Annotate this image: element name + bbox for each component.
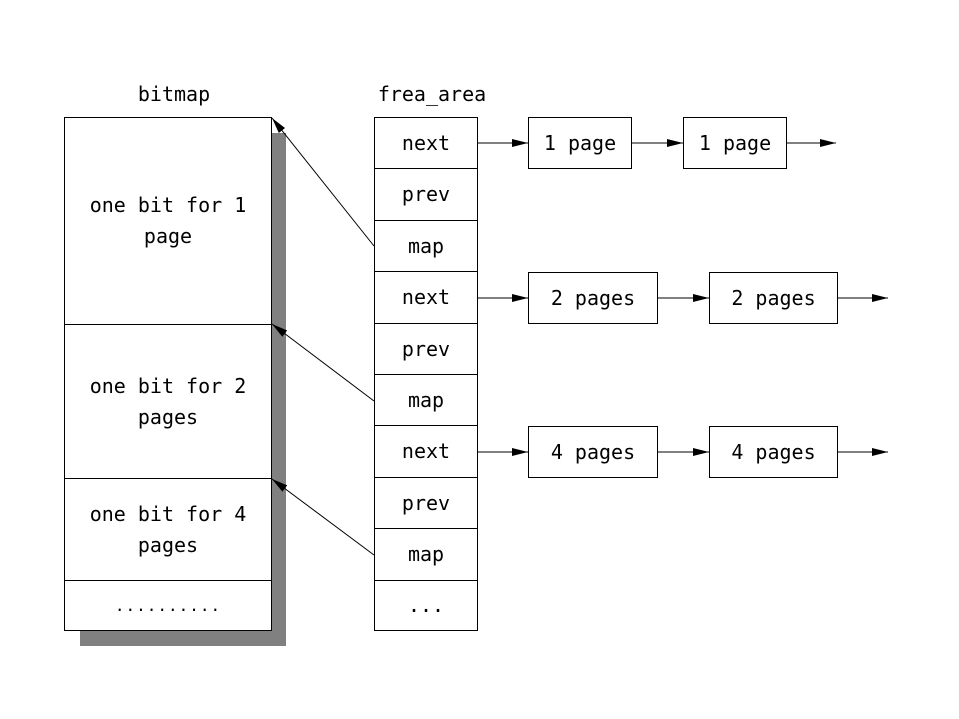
free-area-prev-8-label: prev — [401, 490, 451, 515]
bitmap-cell-1: one bit for 1 page — [64, 117, 272, 325]
free-area-next-7-label: next — [401, 439, 451, 463]
list-3-node-1: 4 pages — [528, 426, 658, 478]
list-1-node-1: 1 page — [528, 117, 632, 169]
free-area-prev-5-label: prev — [401, 336, 451, 361]
free-area-map-9: map — [374, 528, 478, 581]
free-area-prev-5: prev — [374, 323, 478, 375]
free-area-map-9-label: map — [407, 542, 445, 566]
bitmap-cell-3-label: one bit for 4 pages — [89, 501, 247, 557]
map-1-to-bitmap-arrow — [271, 117, 375, 247]
bitmap-cell-2: one bit for 2 pages — [64, 324, 272, 479]
free-area-next-4: next — [374, 271, 478, 324]
bitmap-cell-4: .......... — [64, 580, 272, 631]
free-area-more-10-label: ... — [407, 593, 445, 617]
free-area-prev-8: prev — [374, 477, 478, 529]
bitmap-cell-1-label: one bit for 1 page — [89, 193, 247, 248]
free-area-map-3: map — [374, 220, 478, 272]
free-area-map-3-label: map — [407, 233, 445, 258]
free-area-prev-2: prev — [374, 168, 478, 221]
list-2-node-1: 2 pages — [528, 272, 658, 324]
map-2-to-bitmap-arrow — [271, 323, 375, 402]
bitmap-cell-2-label: one bit for 2 pages — [89, 373, 247, 429]
bitmap-cell-3: one bit for 4 pages — [64, 478, 272, 581]
list-2-node-1-label: 2 pages — [550, 285, 636, 310]
free-area-map-6-label: map — [407, 387, 445, 412]
list-3-node-2: 4 pages — [709, 426, 838, 478]
free-area-next-1-label: next — [401, 130, 451, 155]
free-area-prev-2-label: prev — [401, 182, 451, 206]
free-area-more-10: ... — [374, 580, 478, 631]
list-3-node-1-label: 4 pages — [550, 439, 636, 464]
list-1-node-2-label: 1 page — [698, 130, 772, 155]
bitmap-cell-4-label: .......... — [114, 596, 222, 615]
free-area-next-1: next — [374, 117, 478, 169]
list-3-node-2-label: 4 pages — [731, 439, 816, 464]
list-2-node-2: 2 pages — [709, 272, 838, 324]
free-area-next-4-label: next — [401, 285, 451, 309]
free-area-title: frea_area — [377, 82, 487, 106]
list-1-node-1-label: 1 page — [543, 130, 617, 155]
bitmap-title: bitmap — [137, 82, 211, 106]
free-area-map-6: map — [374, 374, 478, 426]
free-area-next-7: next — [374, 425, 478, 478]
list-2-node-2-label: 2 pages — [731, 285, 816, 310]
map-3-to-bitmap-arrow — [271, 478, 375, 556]
list-1-node-2: 1 page — [683, 117, 787, 169]
